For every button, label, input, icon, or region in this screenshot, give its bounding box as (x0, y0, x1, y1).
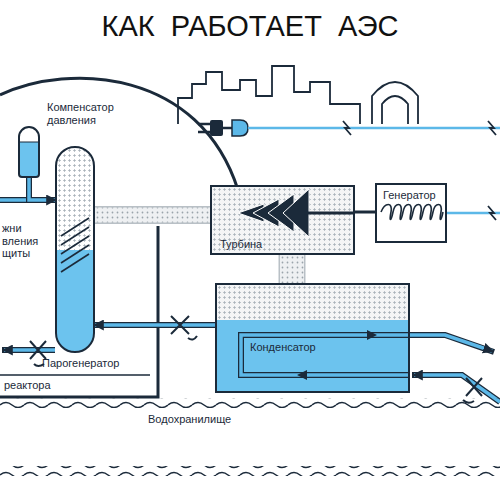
primary-pipe (0, 200, 55, 350)
generator-box: Генератор (375, 183, 447, 243)
condenser-box: Конденсатор (215, 283, 410, 393)
flow-arrow (367, 330, 377, 340)
pipe-connector (292, 255, 293, 283)
power-line (248, 127, 500, 130)
turbine-box: Турбина (210, 185, 355, 255)
flow-arrow (297, 370, 307, 380)
pipe-water (95, 323, 215, 327)
steam-pipe-outline (279, 255, 306, 283)
pipe-connector (355, 212, 375, 213)
tube-outline (241, 335, 408, 375)
pipe-connector (95, 325, 215, 326)
pipe-outline (95, 322, 215, 328)
generator-coil (381, 205, 443, 220)
valve-symbol (171, 316, 197, 340)
node-label: Парогенератор (42, 357, 162, 370)
tube-water (241, 335, 408, 375)
reservoir-waves (0, 466, 500, 476)
turbine-shaft (304, 212, 353, 215)
node-label: Турбина (220, 238, 262, 251)
title-bar: КАК РАБОТАЕТ АЭС (0, 10, 500, 43)
lightning-symbol (343, 121, 351, 135)
steam-pipe (95, 208, 210, 223)
steam-generator-vessel: Парогенератор (55, 146, 95, 353)
steam-pipe-outline (95, 206, 210, 224)
pipe-outline (29, 178, 55, 200)
reservoir-waves (0, 398, 500, 408)
pressurizer-tank: Компенсатор давления (18, 126, 40, 178)
node-label: Компенсатор давления (47, 101, 137, 126)
pipe-connector (95, 215, 210, 216)
steam-dots (95, 208, 210, 223)
pressurizer-level (20, 142, 38, 143)
tube-bundle (61, 218, 89, 236)
tube-bundle (61, 254, 89, 272)
reactor-vessel-line (0, 374, 150, 376)
lightning-symbol (488, 206, 496, 220)
node-art (217, 285, 408, 391)
node-label: Конденсатор (250, 341, 316, 354)
cut-label-wrap: реактора (4, 379, 51, 392)
tube-bundle (61, 245, 89, 263)
cut-label: жни вления щиты (2, 222, 50, 260)
node-art (57, 148, 93, 351)
reservoir-label-wrap: Водохранилище (148, 413, 231, 426)
node-label-wrap: Конденсатор (250, 341, 316, 354)
steam-pipe (280, 255, 304, 283)
pipe-water (29, 178, 55, 200)
reservoir-label: Водохранилище (148, 413, 231, 426)
title-text: КАК РАБОТАЕТ АЭС (102, 10, 399, 42)
cut-label: реактора (4, 379, 51, 392)
condenser-tubes (241, 330, 408, 380)
steam-dots (280, 255, 304, 283)
node-label-wrap: Компенсатор давления (47, 101, 137, 126)
pipe-connector (29, 178, 55, 200)
tube-bundle (61, 227, 89, 245)
tube-bundle (61, 236, 89, 254)
shaft-line (355, 211, 375, 214)
cooling-pipe (410, 335, 500, 402)
valve-symbol (463, 378, 482, 403)
cut-label-wrap: жни вления щиты (2, 222, 50, 260)
city-outline (178, 66, 418, 124)
lightning-symbol (488, 121, 496, 135)
node-label-wrap: Генератор (383, 189, 436, 202)
node-label-wrap: Парогенератор (42, 357, 162, 370)
containment-dome (0, 78, 238, 190)
node-label-wrap: Турбина (220, 238, 262, 251)
node-label: Генератор (383, 189, 436, 202)
node-art (20, 128, 38, 176)
plug-icon (198, 120, 248, 136)
